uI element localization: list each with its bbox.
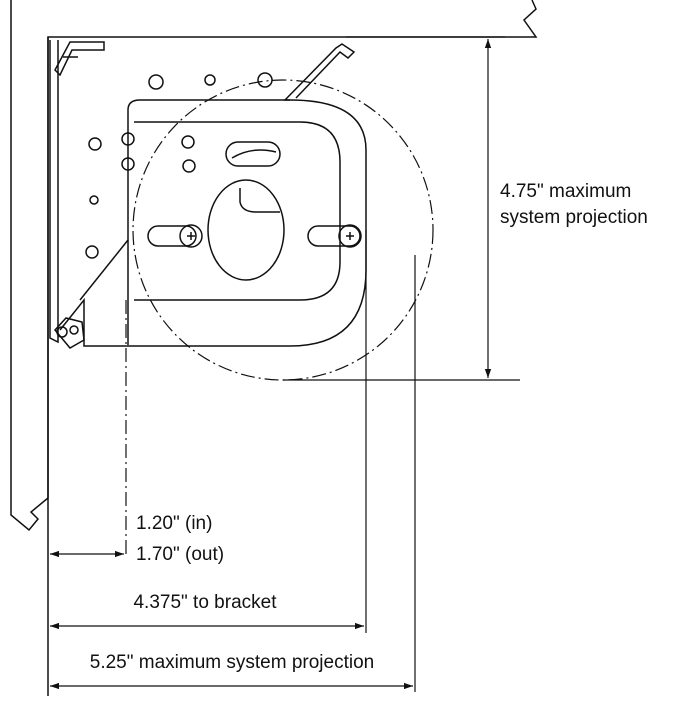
vertical-projection-label-line1: 4.75" maximum bbox=[500, 181, 631, 202]
vertical-projection-label-line2: system projection bbox=[500, 207, 648, 228]
offset-in-label: 1.20" (in) bbox=[136, 513, 212, 534]
offset-out-label: 1.70" (out) bbox=[136, 544, 224, 565]
mounting-bracket bbox=[49, 40, 367, 349]
max-projection-label: 5.25" maximum system projection bbox=[90, 652, 374, 673]
extension-lines bbox=[283, 36, 520, 692]
to-bracket-label: 4.375" to bracket bbox=[133, 592, 277, 613]
maximum-roll-circle bbox=[132, 79, 434, 381]
wall-outline bbox=[10, 0, 538, 696]
